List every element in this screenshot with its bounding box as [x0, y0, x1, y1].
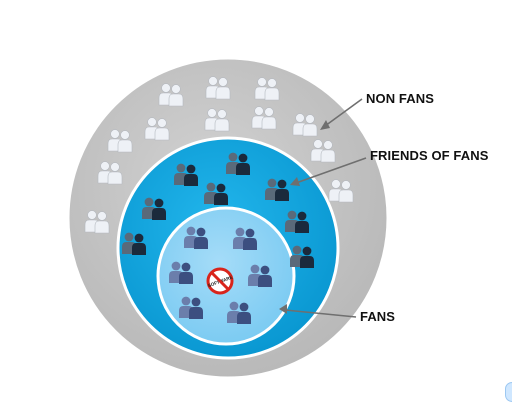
callout-lines	[279, 98, 367, 318]
friends-of-fans-label: FRIENDS OF FANS	[370, 148, 489, 163]
non-fans-label: NON FANS	[366, 91, 434, 106]
fans-arrow-head	[279, 304, 287, 314]
no-software-badge-icon: SOFTWARE	[206, 267, 234, 295]
corner-decoration	[505, 382, 512, 402]
fans-callout-line	[284, 309, 357, 318]
friends-of-fans-callout-line	[295, 157, 367, 184]
fans-label: FANS	[360, 309, 396, 324]
friends-of-fans-arrow-head	[290, 177, 300, 186]
non-fans-arrow-head	[320, 120, 330, 130]
non-fans-callout-line	[324, 98, 363, 127]
